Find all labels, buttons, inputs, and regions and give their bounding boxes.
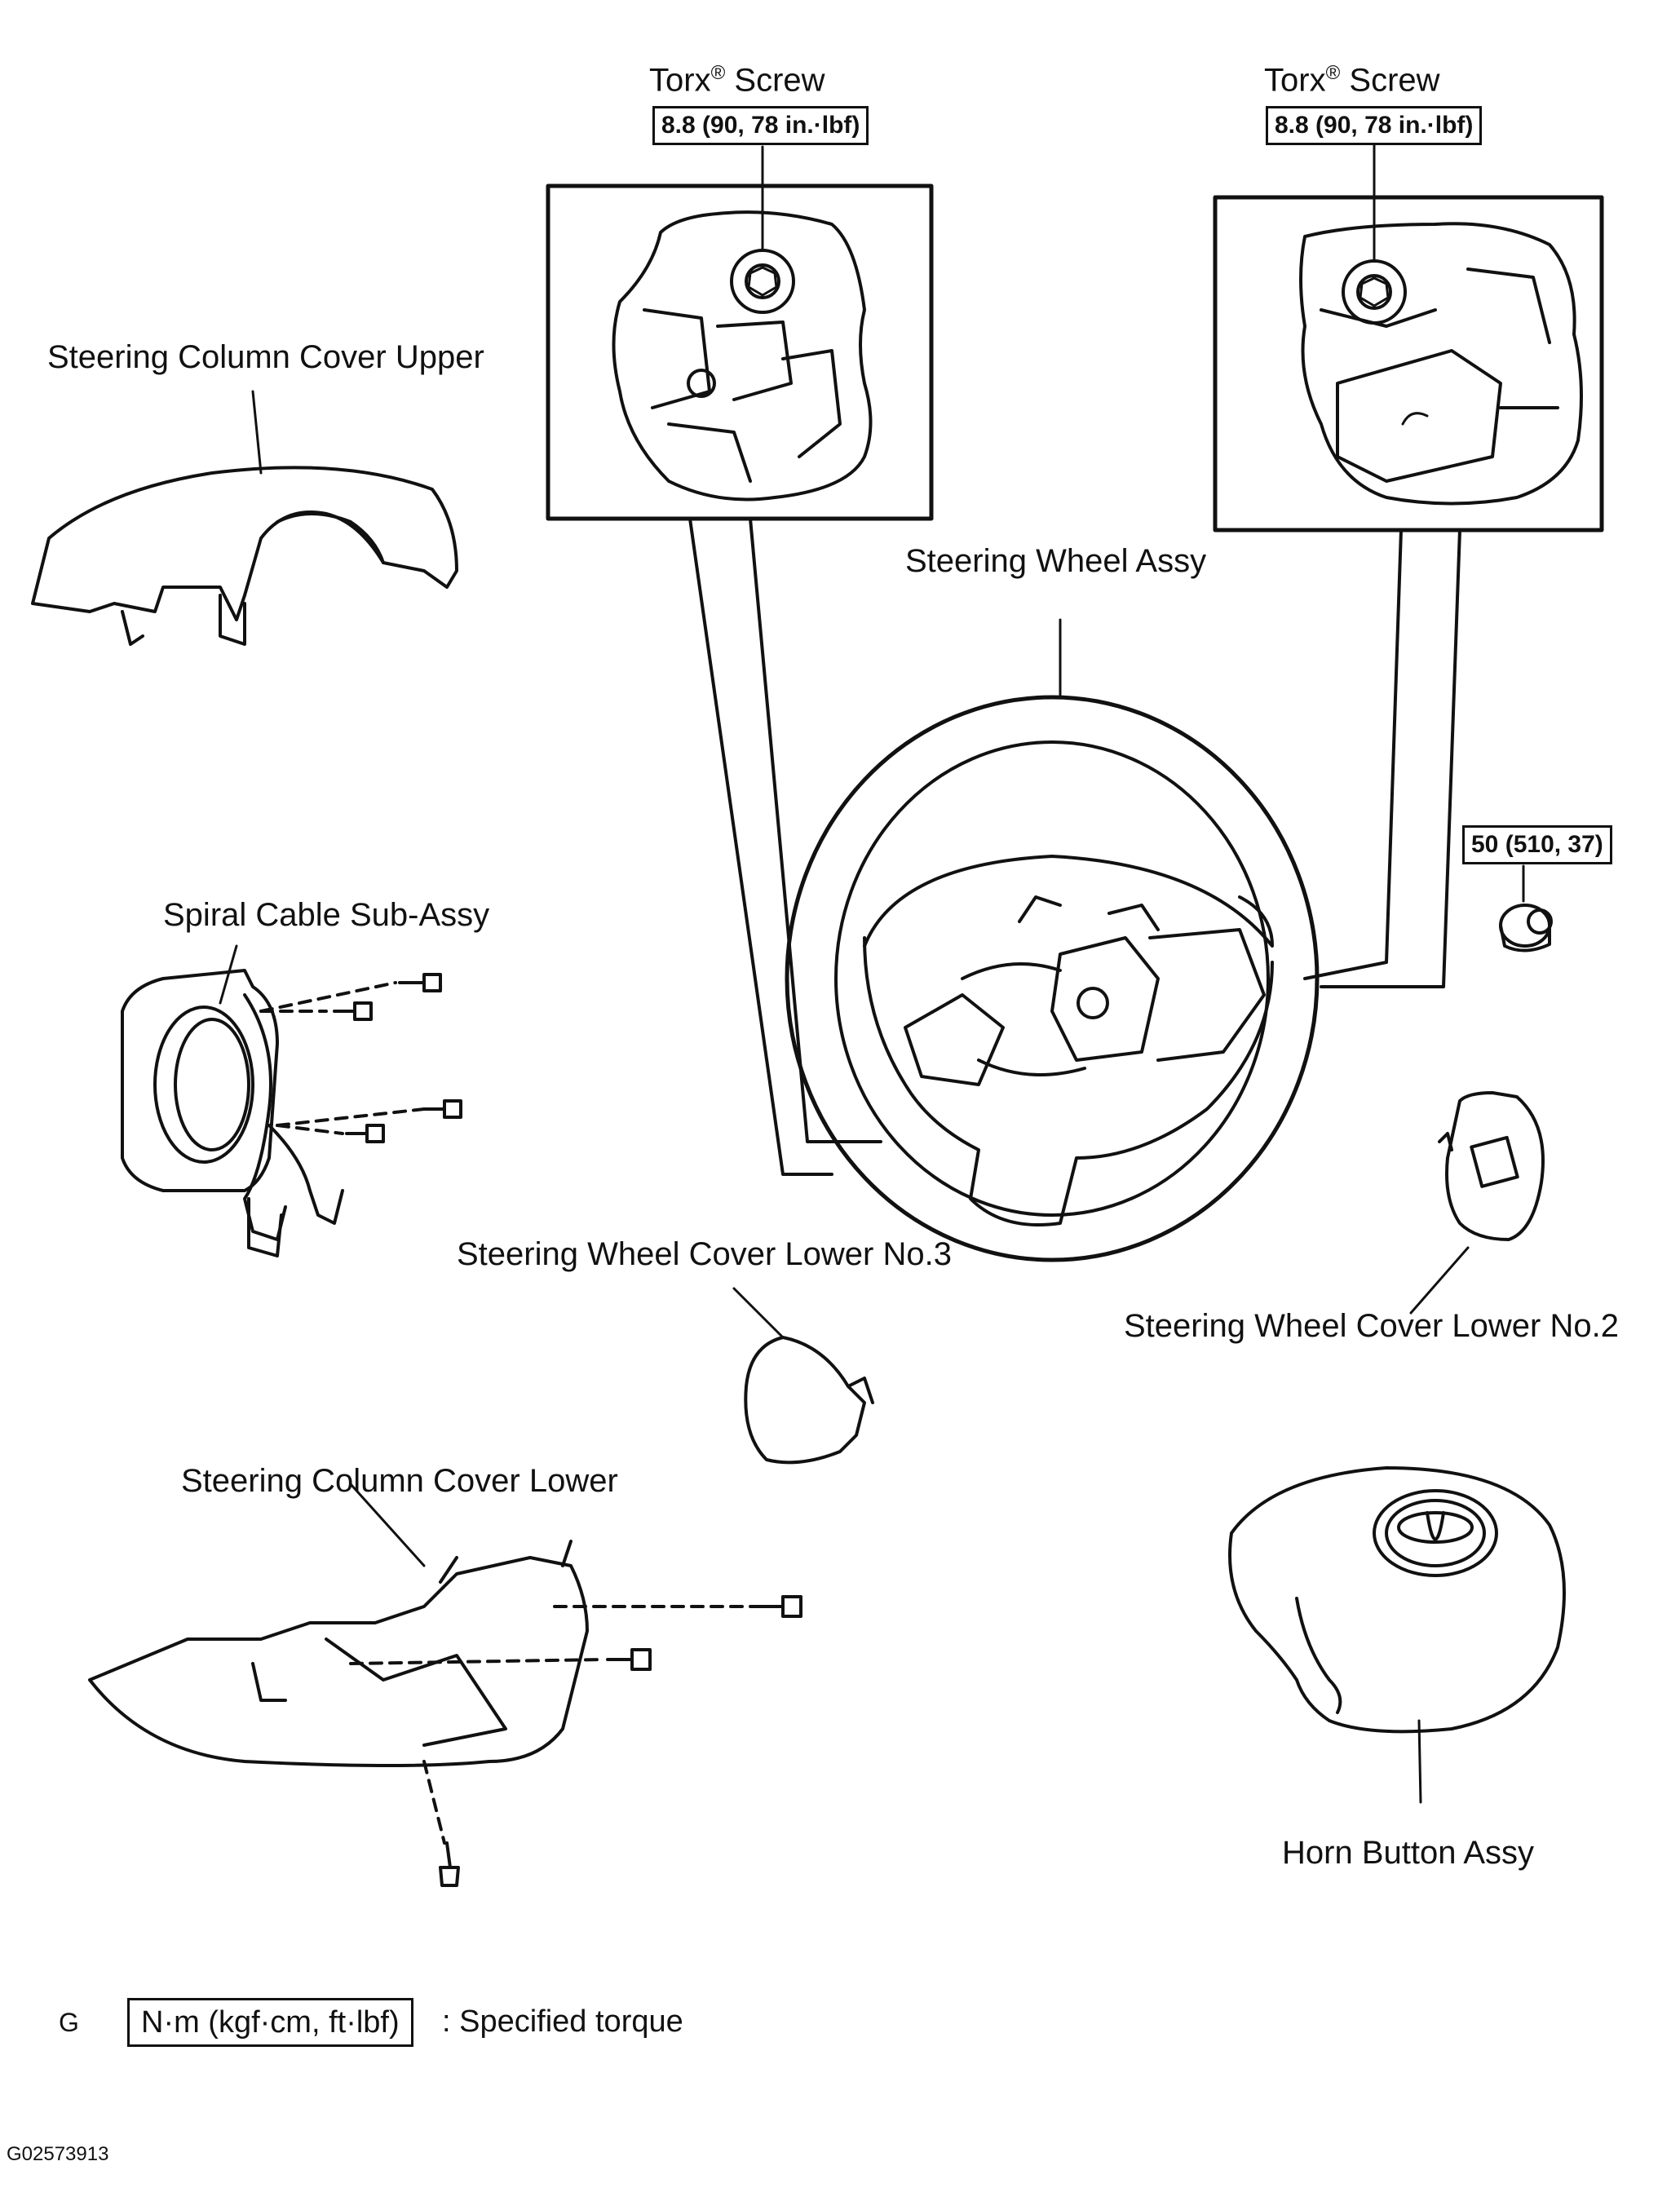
horn-button-assy-label: Horn Button Assy <box>1282 1835 1535 1871</box>
torque-value-torx-right: 8.8 (90, 78 in.·lbf) <box>1266 106 1483 145</box>
nut-illustration <box>1499 864 1553 952</box>
steering-wheel-illustration <box>785 618 1320 1262</box>
column-cover-upper-illustration <box>31 390 458 646</box>
steering-column-cover-lower-label: Steering Column Cover Lower <box>181 1463 618 1499</box>
torx-screw-label-right: Torx® Screw <box>1264 62 1440 99</box>
cover-lower-no2-illustration <box>1409 1091 1545 1315</box>
steering-wheel-cover-lower-no3-label: Steering Wheel Cover Lower No.3 <box>457 1236 952 1272</box>
steering-wheel-cover-lower-no2-label: Steering Wheel Cover Lower No.2 <box>1124 1308 1619 1344</box>
spiral-cable-illustration <box>121 944 462 1257</box>
figure-id: G02573913 <box>7 2143 109 2165</box>
steering-column-cover-upper-label: Steering Column Cover Upper <box>47 339 484 375</box>
legend-letter: G <box>59 2008 79 2037</box>
torque-value-nut: 50 (510, 37) <box>1462 825 1612 864</box>
legend-description: : Specified torque <box>442 2004 683 2039</box>
torx-inset-right <box>1213 137 1604 988</box>
spiral-cable-sub-assy-label: Spiral Cable Sub-Assy <box>163 897 490 933</box>
cover-lower-no3-illustration <box>732 1287 874 1465</box>
torx-inset-left <box>546 145 934 1176</box>
steering-wheel-assy-label: Steering Wheel Assy <box>905 543 1207 579</box>
torque-value-torx-left: 8.8 (90, 78 in.·lbf) <box>652 106 869 145</box>
column-cover-lower-illustration <box>88 1483 802 1887</box>
horn-button-illustration <box>1228 1466 1566 1804</box>
legend-unit-box: N·m (kgf·cm, ft·lbf) <box>127 1998 413 2047</box>
torx-screw-label-left: Torx® Screw <box>649 62 825 99</box>
